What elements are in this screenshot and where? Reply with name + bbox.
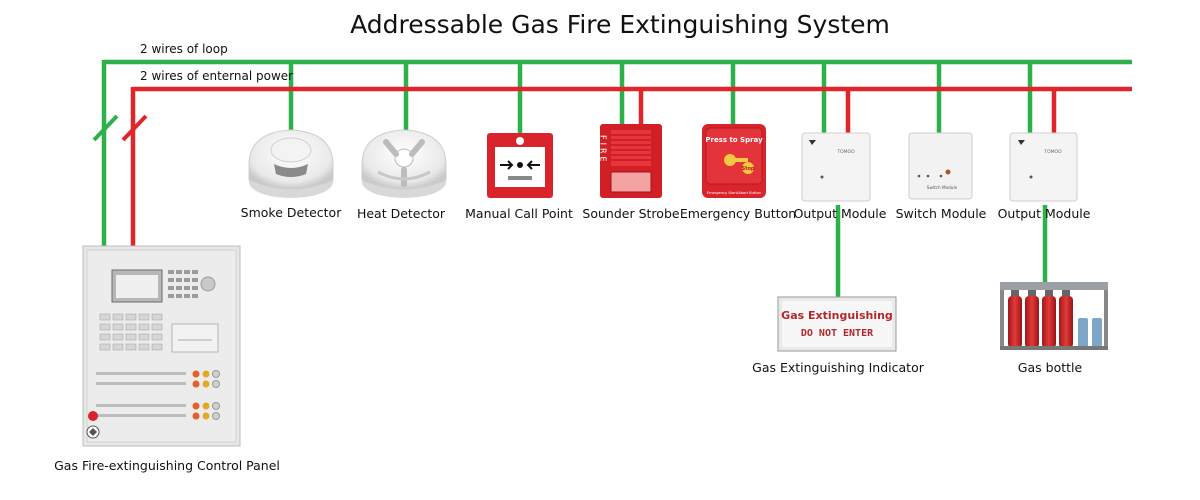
- smoke-detector-label: Smoke Detector: [240, 205, 342, 220]
- gas-bottle-icon: [1000, 282, 1108, 350]
- output-module-1-icon: TOMOO: [801, 132, 871, 202]
- output-module-2-label: Output Module: [997, 206, 1091, 221]
- heat-detector-label: Heat Detector: [356, 206, 446, 221]
- emergency-button-label: Emergency Button: [679, 206, 797, 221]
- button-stop-text: Stop: [741, 166, 754, 172]
- manual-call-point-label: Manual Call Point: [465, 206, 573, 221]
- power-wire: [130, 86, 1132, 246]
- switch-module-caption-text: Switch Module: [927, 185, 958, 190]
- emergency-button-icon: Press to Spray Stop Emergency Start/Abor…: [702, 124, 766, 198]
- manual-call-point-icon: [487, 133, 553, 198]
- control-panel-label: Gas Fire-extinguishing Control Panel: [54, 458, 280, 473]
- switch-module-label: Switch Module: [895, 206, 987, 221]
- gas-bottle-label: Gas bottle: [1017, 360, 1083, 375]
- output-module-1-label: Output Module: [793, 206, 887, 221]
- indicator-line1-text: Gas Extinguishing: [781, 309, 893, 322]
- loop-wire-label: 2 wires of loop: [140, 42, 228, 56]
- loop-wire: [101, 59, 1132, 298]
- smoke-detector-icon: [248, 129, 334, 198]
- module-1-brand-text: TOMOO: [836, 149, 855, 155]
- indicator-line2-text: DO NOT ENTER: [801, 328, 874, 339]
- gas-indicator-icon: Gas Extinguishing DO NOT ENTER: [777, 296, 897, 352]
- sounder-fire-text: FIRE: [599, 135, 608, 165]
- power-wire-label: 2 wires of enternal power: [140, 69, 294, 83]
- control-panel-icon: [82, 245, 241, 447]
- page-title: Addressable Gas Fire Extinguishing Syste…: [350, 10, 890, 39]
- sounder-strobe-label: Sounder Strobe: [582, 206, 680, 221]
- button-press-text: Press to Spray: [705, 136, 763, 144]
- power-slash-mark: [121, 114, 148, 142]
- switch-module-icon: Switch Module: [908, 132, 973, 200]
- output-module-2-icon: TOMOO: [1009, 132, 1078, 202]
- module-2-brand-text: TOMOO: [1043, 149, 1062, 155]
- gas-indicator-label: Gas Extinguishing Indicator: [752, 360, 924, 375]
- loop-slash-mark: [92, 114, 119, 142]
- button-caption-text: Emergency Start/Abort Button: [707, 191, 761, 195]
- heat-detector-icon: [361, 129, 447, 198]
- sounder-strobe-icon: FIRE: [599, 124, 662, 198]
